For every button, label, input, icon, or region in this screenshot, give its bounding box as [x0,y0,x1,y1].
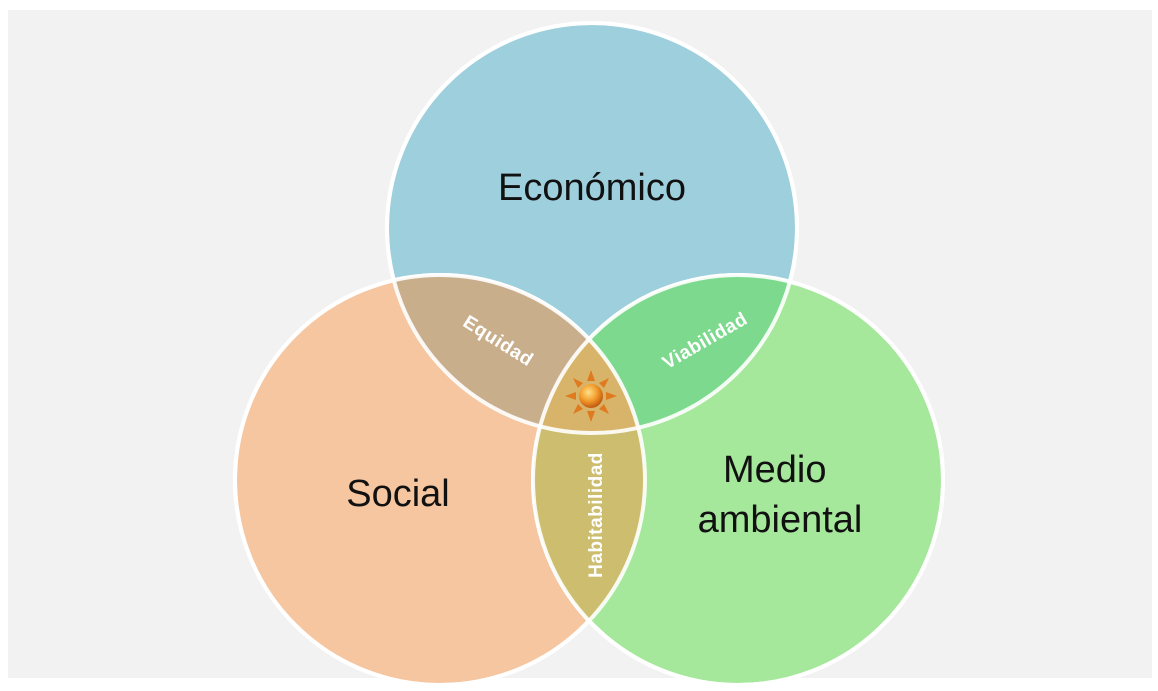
label-habitabilidad: Habitabilidad [586,452,607,578]
label-medio-ambiental: Medio ambiental [698,449,863,541]
sun-icon [565,370,617,422]
label-medio-line2: ambiental [698,499,863,541]
label-medio-line1: Medio [723,449,827,491]
overlap-equidad [387,275,645,433]
label-social: Social [346,473,450,515]
overlap-viabilidad [533,275,797,433]
label-economico: Económico [498,167,686,209]
